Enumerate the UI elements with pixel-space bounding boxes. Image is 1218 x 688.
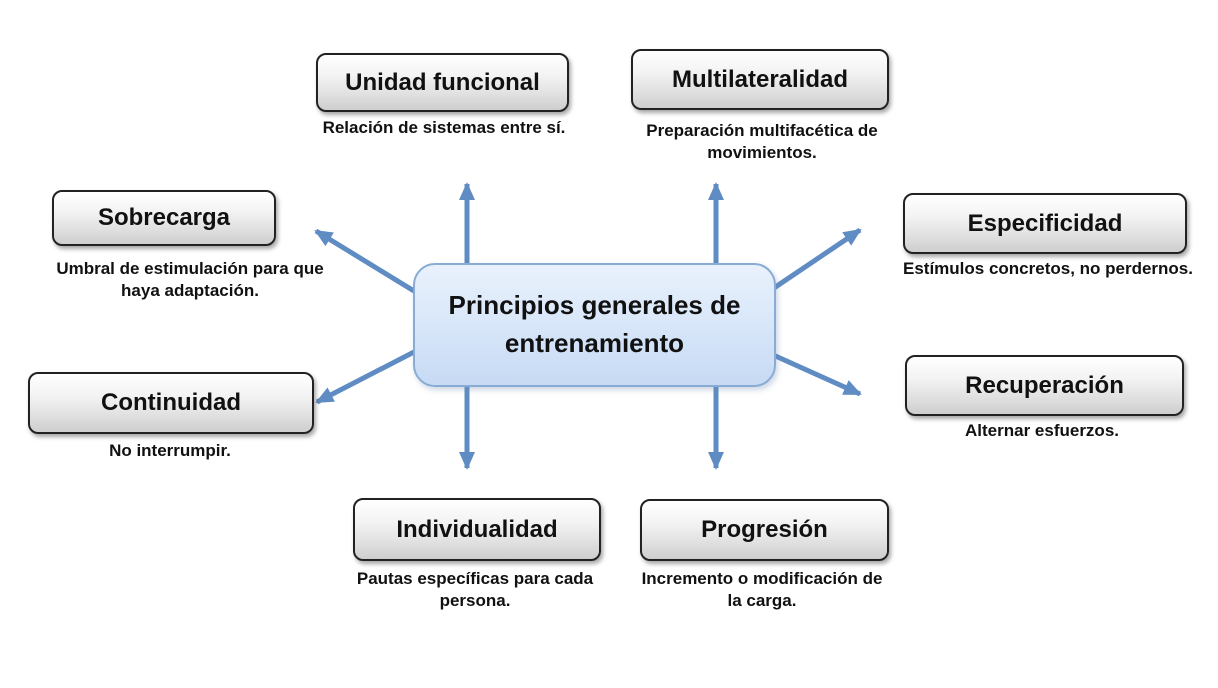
node-label-unidad-funcional: Unidad funcional — [345, 68, 540, 96]
node-box-unidad-funcional: Unidad funcional — [316, 53, 569, 112]
center-node-label: Principios generales de entrenamiento — [448, 290, 741, 358]
node-label-individualidad: Individualidad — [396, 515, 558, 543]
arrow-to-sobrecarga — [314, 228, 416, 294]
node-box-multilateralidad: Multilateralidad — [631, 49, 889, 110]
node-label-recuperacion: Recuperación — [965, 371, 1124, 399]
node-box-sobrecarga: Sobrecarga — [52, 190, 276, 246]
node-label-progresion: Progresión — [701, 516, 828, 543]
node-box-especificidad: Especificidad — [903, 193, 1187, 254]
arrow-to-recuperacion — [769, 351, 862, 397]
node-label-especificidad: Especificidad — [967, 209, 1123, 237]
node-box-individualidad: Individualidad — [353, 498, 601, 561]
node-description-sobrecarga: Umbral de estimulación para que haya ada… — [56, 259, 324, 301]
node-box-recuperacion: Recuperación — [905, 355, 1184, 416]
node-label-sobrecarga: Sobrecarga — [97, 204, 231, 231]
node-description-progresion: Incremento o modificación de la carga. — [641, 569, 883, 611]
arrow-to-continuidad — [315, 349, 416, 405]
node-box-progresion: Progresión — [640, 499, 889, 561]
node-label-continuidad: Continuidad — [101, 389, 241, 416]
node-label-multilateralidad: Multilateralidad — [671, 65, 849, 93]
node-description-multilateralidad: Preparación multifacética de movimientos… — [646, 121, 878, 163]
center-node: Principios generales de entrenamiento — [413, 263, 776, 387]
node-box-continuidad: Continuidad — [28, 372, 314, 434]
node-description-recuperacion: Alternar esfuerzos. — [965, 421, 1119, 440]
node-description-continuidad: No interrumpir. — [109, 441, 231, 460]
node-description-individualidad: Pautas específicas para cada persona. — [356, 569, 594, 611]
node-description-unidad-funcional: Relación de sistemas entre sí. — [322, 118, 566, 137]
arrow-to-especificidad — [769, 227, 862, 293]
node-description-especificidad: Estímulos concretos, no perdernos. — [902, 259, 1193, 278]
